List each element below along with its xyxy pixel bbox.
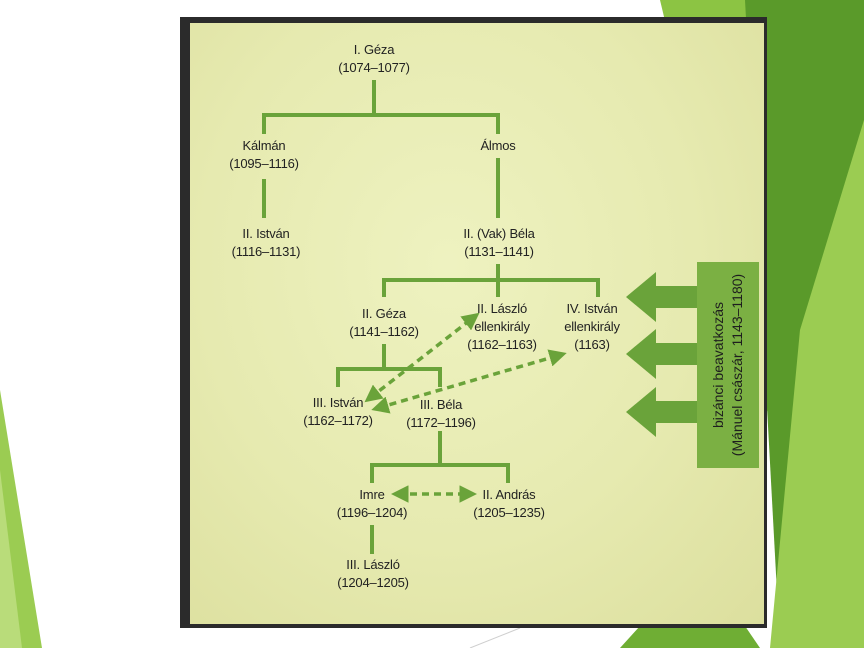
node-years: (1172–1196): [406, 415, 476, 430]
big-arrow-top: [626, 272, 697, 322]
node-name: III. Béla: [419, 397, 463, 412]
side-band: [697, 262, 759, 468]
node-name: Álmos: [480, 138, 516, 153]
node-geza1: I. Géza (1074–1077): [338, 41, 410, 77]
side-label: bizánci beavatkozás (Mánuel császár, 114…: [709, 274, 747, 456]
node-laszlo2: II. László ellenkirály (1162–1163): [467, 300, 537, 354]
node-years: (1204–1205): [337, 575, 409, 590]
node-name: II. Géza: [362, 306, 406, 321]
node-istvan4: IV. István ellenkirály (1163): [564, 300, 620, 354]
left-green-shard-light: [0, 470, 22, 648]
node-name: III. István: [312, 395, 364, 410]
side-label-line2: (Mánuel császár, 1143–1180): [729, 273, 745, 457]
node-imre: Imre (1196–1204): [337, 486, 408, 522]
node-kalman: Kálmán (1095–1116): [229, 137, 299, 173]
node-years: (1141–1162): [349, 324, 419, 339]
node-almos: Álmos: [480, 137, 515, 155]
node-name: III. László: [346, 557, 400, 572]
node-bela2: II. (Vak) Béla (1131–1141): [463, 225, 535, 261]
node-years: (1162–1163): [467, 337, 537, 352]
big-arrow-bottom: [626, 387, 697, 437]
node-years: (1163): [574, 337, 610, 352]
big-arrow-middle: [626, 329, 697, 379]
node-name: Kálmán: [242, 138, 286, 153]
node-years: (1162–1172): [303, 413, 373, 428]
node-years: (1116–1131): [231, 244, 301, 259]
node-name: II. András: [482, 487, 536, 502]
node-name: II. (Vak) Béla: [463, 226, 535, 241]
node-years: (1074–1077): [338, 60, 410, 75]
node-istvan3: III. István (1162–1172): [303, 394, 373, 430]
node-name: Imre: [359, 487, 385, 502]
node-name: II. László: [476, 301, 528, 316]
node-name: II. István: [242, 226, 290, 241]
node-name: IV. István: [566, 301, 618, 316]
side-label-line1: bizánci beavatkozás: [710, 301, 726, 429]
node-andras2: II. András (1205–1235): [473, 486, 545, 522]
right-green-shard-light: [770, 120, 864, 648]
node-role: ellenkirály: [474, 319, 530, 334]
node-years: (1205–1235): [473, 505, 545, 520]
node-bela3: III. Béla (1172–1196): [406, 396, 476, 432]
faint-diagonal: [469, 627, 521, 648]
node-istvan2: II. István (1116–1131): [232, 225, 301, 261]
node-laszlo3: III. László (1204–1205): [337, 556, 409, 592]
node-role: ellenkirály: [564, 319, 620, 334]
node-years: (1095–1116): [229, 156, 299, 171]
node-name: I. Géza: [353, 42, 395, 57]
node-years: (1196–1204): [336, 505, 408, 520]
node-years: (1131–1141): [464, 244, 534, 259]
node-geza2: II. Géza (1141–1162): [349, 305, 419, 341]
dashed-arrow-istvan4-istvan3: [371, 349, 567, 414]
